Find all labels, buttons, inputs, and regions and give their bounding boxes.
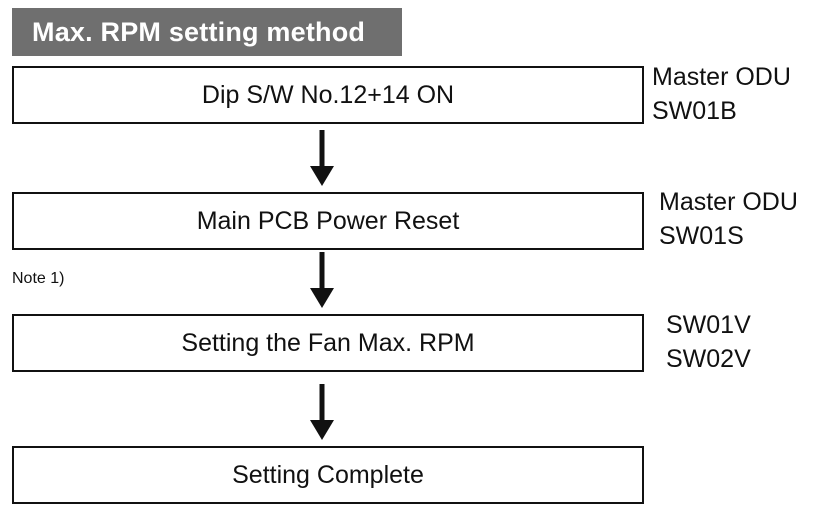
step-label-line: SW01S — [659, 222, 744, 250]
step-box-fan-max-rpm: Setting the Fan Max. RPM — [12, 314, 644, 372]
step-text-setting-complete: Setting Complete — [232, 460, 424, 489]
step-box-setting-complete: Setting Complete — [12, 446, 644, 504]
step-box-power-reset: Main PCB Power Reset — [12, 192, 644, 250]
step-label-line: SW01B — [652, 97, 737, 125]
step-label-line: SW02V — [666, 345, 751, 373]
step-label-line: Master ODU — [652, 63, 791, 91]
section-title: Max. RPM setting method — [32, 16, 366, 47]
step-text-fan-max-rpm: Setting the Fan Max. RPM — [181, 328, 475, 357]
flow-arrow-down-icon — [310, 252, 334, 308]
section-title-bar: Max. RPM setting method — [12, 8, 402, 56]
step-label-dip-switch: Master ODU SW01B — [652, 60, 791, 128]
step-label-line: Master ODU — [659, 188, 798, 216]
flow-arrow-down-icon — [310, 130, 334, 186]
step-text-power-reset: Main PCB Power Reset — [196, 206, 460, 235]
step-text-dip-switch: Dip S/W No.12+14 ON — [201, 80, 455, 109]
note-label: Note 1) — [12, 270, 65, 287]
step-label-power-reset: Master ODU SW01S — [659, 185, 798, 253]
flow-arrow-down-icon — [310, 384, 334, 440]
step-label-line: SW01V — [666, 311, 751, 339]
step-label-fan-max-rpm: SW01V SW02V — [666, 308, 751, 376]
step-box-dip-switch: Dip S/W No.12+14 ON — [12, 66, 644, 124]
